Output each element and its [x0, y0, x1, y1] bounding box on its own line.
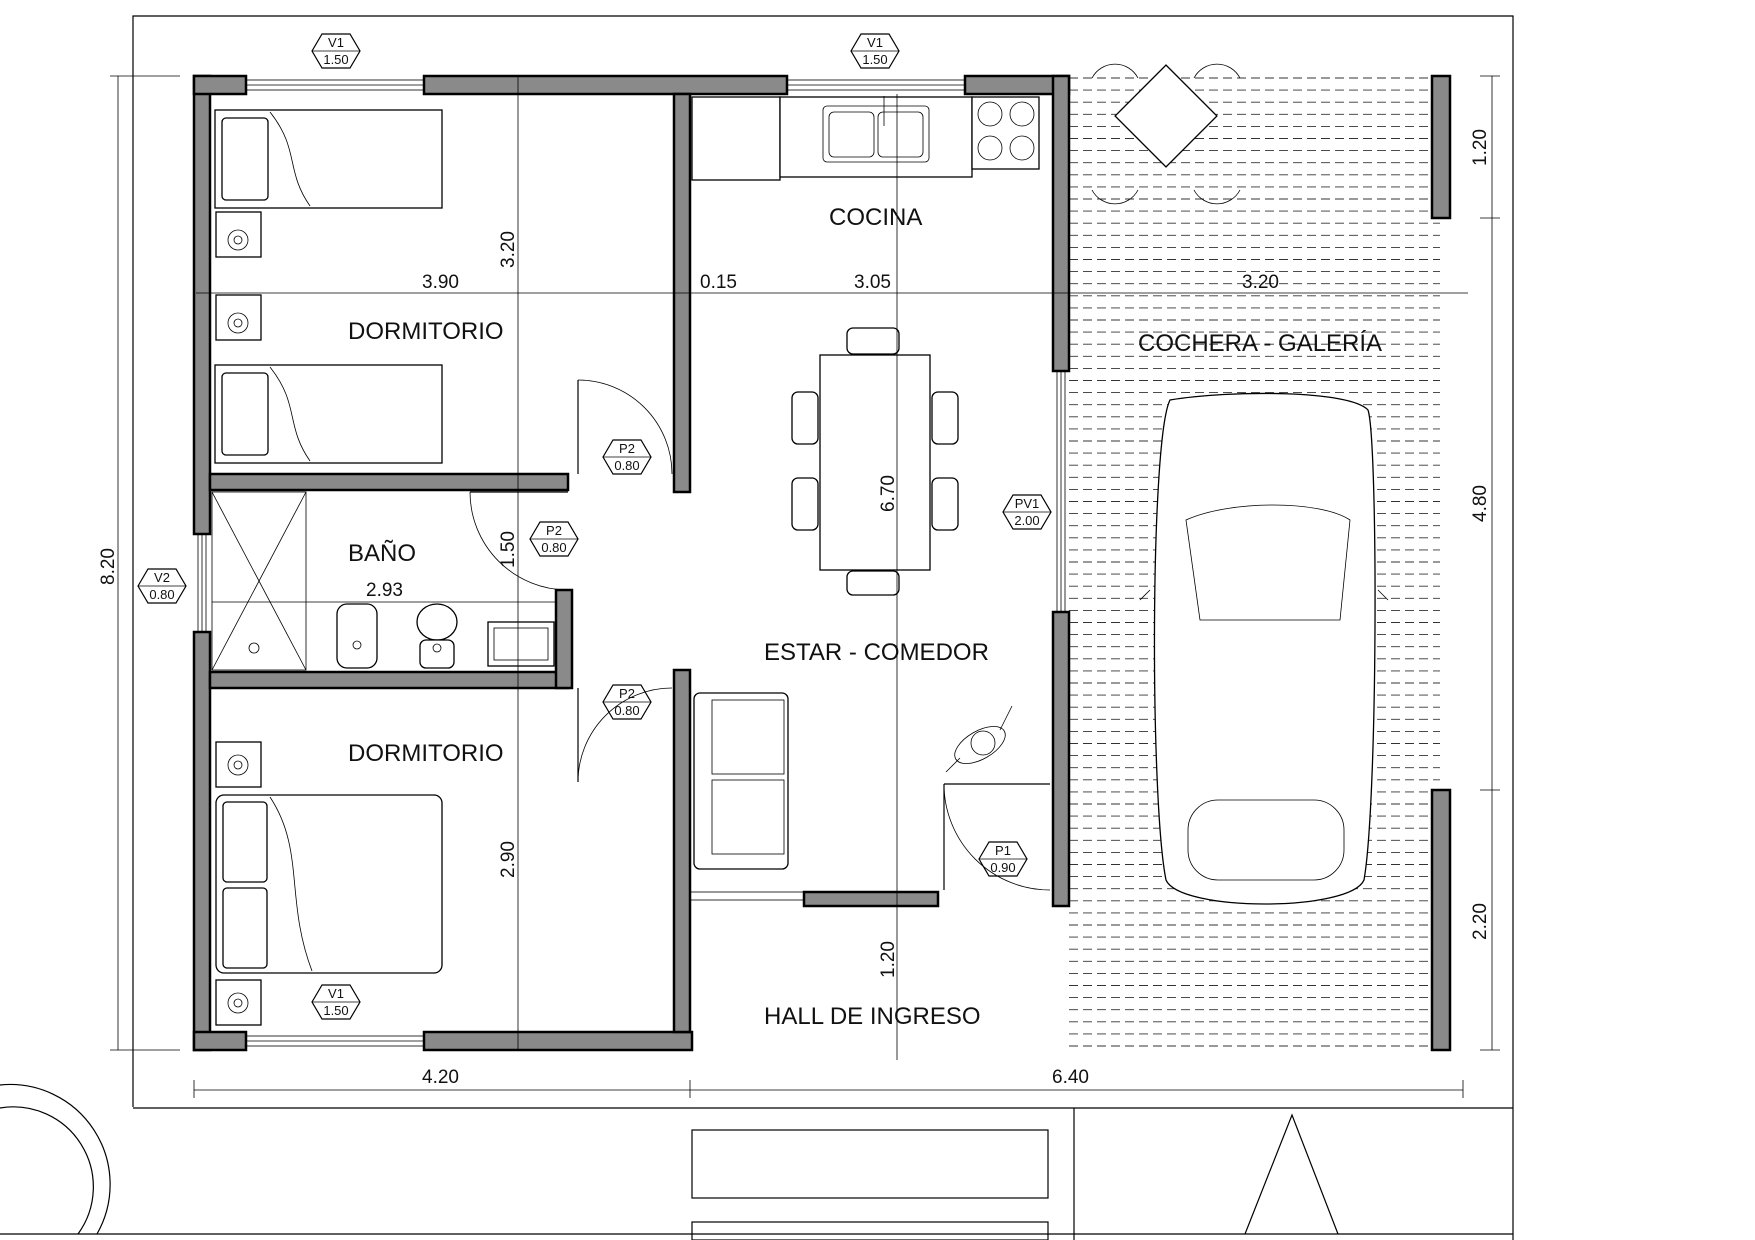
dim-1-20-right: 1.20 — [1470, 129, 1491, 166]
dim-3-05: 3.05 — [854, 272, 891, 293]
opening-tag-p2-top: P2 0.80 — [602, 439, 652, 475]
doors — [469, 379, 1051, 891]
dim-0-15: 0.15 — [700, 272, 737, 293]
svg-text:P1: P1 — [995, 843, 1011, 858]
dim-3-20-horizontal: 3.20 — [1242, 272, 1279, 293]
svg-text:0.80: 0.80 — [541, 540, 566, 555]
dim-6-40: 6.40 — [1052, 1067, 1089, 1088]
room-labels: DORMITORIO DORMITORIO BAÑO COCINA ESTAR … — [348, 204, 1382, 1030]
room-label-dormitorio-top: DORMITORIO — [348, 318, 504, 345]
opening-tag-p2-bottom: P2 0.80 — [602, 684, 652, 720]
room-label-estar-comedor: ESTAR - COMEDOR — [764, 639, 989, 666]
lot-outline — [0, 15, 1514, 1240]
dimension-values: 3.90 3.20 0.15 3.05 3.20 2.93 1.50 6.70 … — [98, 129, 1491, 1088]
dim-1-50-vertical: 1.50 — [498, 531, 519, 568]
svg-text:V1: V1 — [328, 35, 344, 50]
dim-3-90: 3.90 — [422, 272, 459, 293]
svg-text:0.80: 0.80 — [614, 458, 639, 473]
svg-text:V2: V2 — [154, 570, 170, 585]
dim-2-90: 2.90 — [498, 841, 519, 878]
svg-text:PV1: PV1 — [1015, 496, 1040, 511]
furniture — [211, 63, 1389, 1026]
windows — [197, 79, 1066, 1047]
opening-tag-p2-bano: P2 0.80 — [529, 521, 579, 557]
dim-6-70: 6.70 — [878, 475, 899, 512]
svg-text:0.90: 0.90 — [990, 860, 1015, 875]
dim-8-20: 8.20 — [98, 548, 119, 585]
svg-text:P2: P2 — [546, 523, 562, 538]
cochera-posts — [1430, 74, 1452, 1052]
opening-tags: V1 1.50 V1 1.50 V1 1.50 V2 0.80 P2 0.80 — [137, 33, 1052, 1020]
opening-tag-v1-top-right: V1 1.50 — [850, 33, 900, 69]
svg-text:1.50: 1.50 — [323, 52, 348, 67]
opening-tag-v2: V2 0.80 — [137, 568, 187, 604]
dim-4-80: 4.80 — [1470, 485, 1491, 522]
opening-tag-v1-bottom: V1 1.50 — [311, 984, 361, 1020]
svg-text:V1: V1 — [867, 35, 883, 50]
svg-text:0.80: 0.80 — [614, 703, 639, 718]
opening-tag-pv1: PV1 2.00 — [1002, 494, 1052, 530]
svg-text:0.80: 0.80 — [149, 587, 174, 602]
dim-4-20: 4.20 — [422, 1067, 459, 1088]
svg-text:P2: P2 — [619, 686, 635, 701]
svg-text:1.50: 1.50 — [323, 1003, 348, 1018]
opening-tag-p1: P1 0.90 — [978, 841, 1028, 877]
opening-tag-v1-top-left: V1 1.50 — [311, 33, 361, 69]
svg-text:1.50: 1.50 — [862, 52, 887, 67]
dim-2-20: 2.20 — [1470, 903, 1491, 940]
svg-text:V1: V1 — [328, 986, 344, 1001]
room-label-dormitorio-bottom: DORMITORIO — [348, 740, 504, 767]
dim-1-20-vertical: 1.20 — [878, 941, 899, 978]
svg-text:2.00: 2.00 — [1014, 513, 1039, 528]
svg-text:P2: P2 — [619, 441, 635, 456]
dimension-lines — [110, 75, 1500, 1098]
dim-2-93: 2.93 — [366, 580, 403, 601]
room-label-cochera-galeria: COCHERA - GALERÍA — [1138, 330, 1382, 357]
room-label-cocina: COCINA — [829, 204, 922, 231]
room-label-hall-de-ingreso: HALL DE INGRESO — [764, 1003, 981, 1030]
room-label-bano: BAÑO — [348, 540, 416, 567]
dim-3-20-vertical: 3.20 — [498, 231, 519, 268]
